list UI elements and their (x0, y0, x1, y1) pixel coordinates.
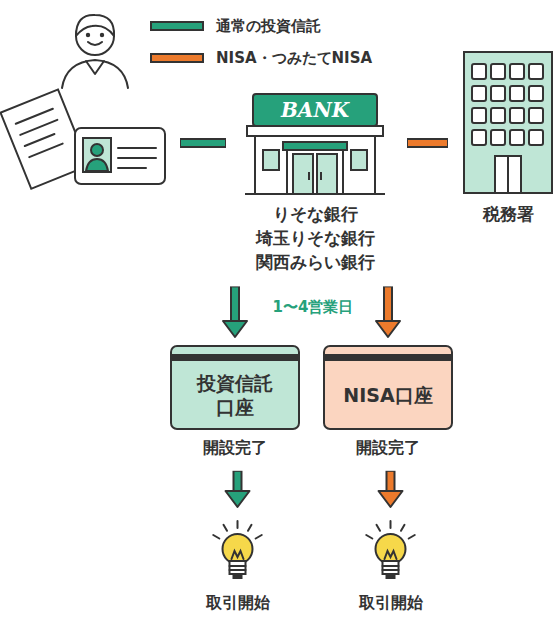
start-text: 取引開始 (359, 593, 423, 614)
account-card: NISA口座開設完了 (323, 345, 453, 459)
id-card-illustration (75, 128, 165, 184)
legend: 通常の投資信託 NISA・つみたてNISA (150, 10, 372, 74)
tax-office-name: 税務署 (483, 203, 534, 225)
legend-line-sample (150, 51, 204, 65)
text-holder: 取引開始 (190, 593, 285, 614)
text-holder: りそな銀行 埼玉りそな銀行 関西みらい銀行 (225, 203, 405, 274)
flow-arrow (226, 471, 250, 507)
start-text: 取引開始 (206, 593, 270, 614)
account-name: NISA口座 (343, 384, 432, 408)
account-name: 投資信託 口座 (187, 372, 283, 420)
submission-line (180, 143, 226, 144)
status-text: 開設完了 (203, 438, 267, 459)
edge-label: 1〜4営業日 (273, 298, 354, 317)
text-holder: NISA口座 (323, 362, 453, 430)
text-holder: 開設完了 (323, 438, 453, 459)
bank-name-list: りそな銀行 埼玉りそな銀行 関西みらい銀行 (225, 203, 405, 274)
bulb-shape (190, 515, 285, 583)
text-holder: BANK (253, 94, 377, 126)
text-holder: 開設完了 (170, 438, 300, 459)
status-text: 開設完了 (356, 438, 420, 459)
bulb-node: 取引開始 (343, 515, 438, 614)
legend-item: NISA・つみたてNISA (150, 42, 372, 74)
flow-arrow (379, 471, 403, 507)
bank-node: BANK りそな銀行 埼玉りそな銀行 関西みらい銀行 (225, 92, 405, 274)
flow-arrow (223, 286, 247, 337)
tax-shape (460, 50, 557, 195)
legend-text: NISA・つみたてNISA (216, 49, 372, 68)
text-holder: 取引開始 (343, 593, 438, 614)
person-illustration (62, 15, 128, 88)
text-holder: 投資信託 口座 (170, 362, 300, 430)
text-holder: 税務署 (460, 203, 557, 225)
bulb-shape (343, 515, 438, 583)
legend-text: 通常の投資信託 (216, 17, 321, 36)
bank-sign: BANK (281, 99, 349, 121)
flow-arrow (376, 286, 400, 337)
legend-item: 通常の投資信託 (150, 10, 372, 42)
link-line (407, 143, 448, 144)
tax-office-node: 税務署 (460, 50, 557, 225)
legend-line-sample (150, 19, 204, 33)
bulb-node: 取引開始 (190, 515, 285, 614)
account-card: 投資信託 口座開設完了 (170, 345, 300, 459)
